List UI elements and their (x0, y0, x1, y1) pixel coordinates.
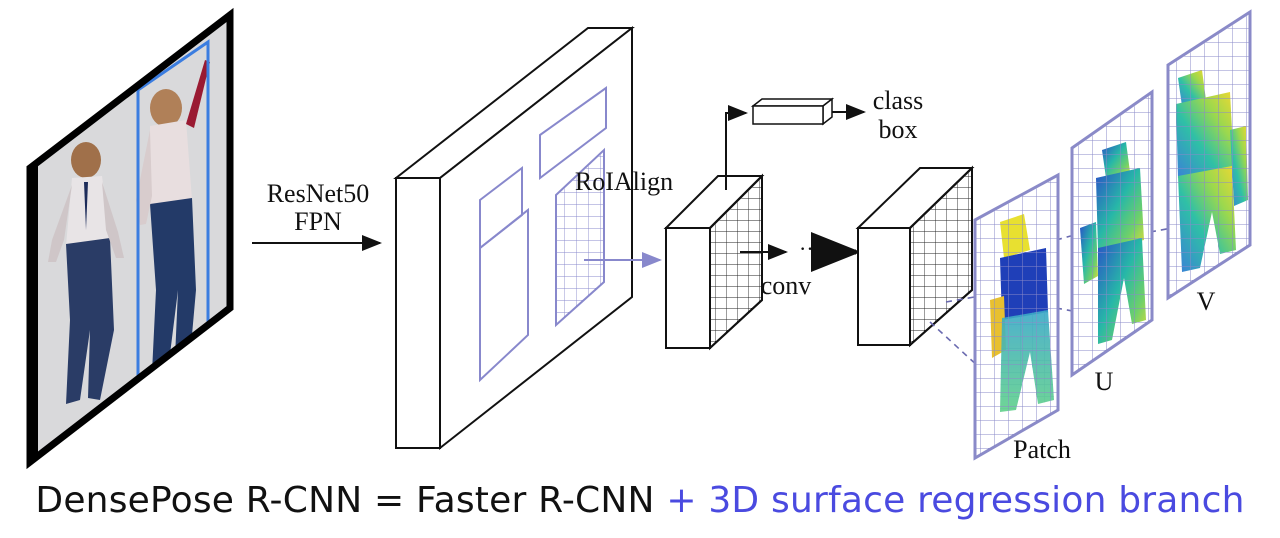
backbone-label-line1: ResNet50 (267, 179, 370, 208)
roialign-label: RoIAlign (575, 167, 673, 196)
conv-label: conv (761, 271, 812, 300)
feature-map-block (393, 25, 635, 451)
v-output-panel (1166, 9, 1252, 301)
patch-label: Patch (1013, 435, 1071, 464)
roi-grid (555, 147, 605, 328)
caption-accent: + 3D surface regression branch (666, 480, 1245, 521)
u-output-panel (1070, 89, 1154, 378)
v-label: V (1197, 287, 1216, 316)
patch-output-panel (973, 172, 1060, 461)
fc-head-block (750, 97, 835, 126)
output-feature-block (855, 165, 975, 348)
ellipsis: ··· (799, 236, 821, 261)
caption: DensePose R-CNN = Faster R-CNN + 3D surf… (0, 480, 1280, 521)
caption-main: DensePose R-CNN = Faster R-CNN (35, 480, 667, 521)
backbone-label-line2: FPN (294, 207, 342, 236)
person-right-image (136, 60, 210, 388)
head-branch-arrow (725, 105, 748, 190)
dashed-connectors (929, 227, 1173, 369)
class-label: class (873, 86, 924, 115)
roi-boxes (479, 86, 607, 383)
u-label: U (1095, 367, 1114, 396)
input-image-panel (26, 7, 234, 470)
person-left-image (48, 142, 124, 404)
box-label: box (879, 115, 918, 144)
roi-feature-block (663, 173, 765, 351)
